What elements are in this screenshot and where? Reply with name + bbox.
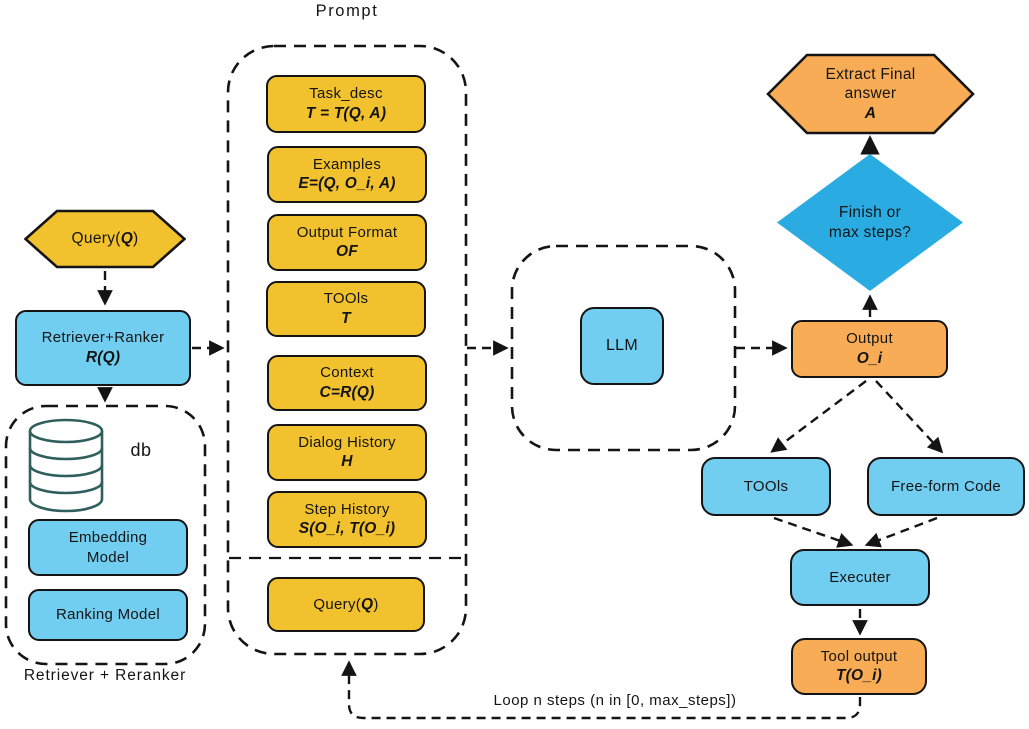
examples-node: Examples E=(Q, O_i, A) xyxy=(267,146,427,203)
query-box-var: Q xyxy=(361,595,374,613)
context-formula: C=R(Q) xyxy=(319,383,375,401)
final-answer-line2: answer xyxy=(844,85,897,103)
arrow-tools-to-executer xyxy=(773,516,854,548)
loop-label: Loop n steps (n in [0, max_steps]) xyxy=(493,692,737,709)
final-answer-hexagon: Extract Final answer A xyxy=(766,53,975,135)
dialog-history-title: Dialog History xyxy=(298,433,396,451)
diamond-line2: max steps? xyxy=(828,223,912,241)
query-box-node: Query(Q) xyxy=(267,577,425,632)
retriever-ranker-title: Retriever+Ranker xyxy=(41,329,165,347)
step-history-formula: S(O_i, T(O_i) xyxy=(298,520,396,538)
db-label: db xyxy=(130,440,152,460)
arrow-output-to-freeform xyxy=(875,380,944,454)
tools-prompt-formula: T xyxy=(341,309,351,327)
query-text-close: ) xyxy=(132,230,139,248)
step-history-title: Step History xyxy=(304,500,390,518)
diamond-line1: Finish or xyxy=(838,204,902,222)
prompt-container xyxy=(226,44,468,656)
dialog-history-formula: H xyxy=(341,453,353,471)
arrow-freeform-to-executer xyxy=(864,516,938,548)
output-format-formula: OF xyxy=(336,243,358,261)
tools-prompt-title: TOOls xyxy=(323,290,369,308)
retriever-ranker-node: Retriever+Ranker R(Q) xyxy=(15,310,191,386)
query-hexagon: Query(Q) xyxy=(24,209,186,269)
tool-output-title: Tool output xyxy=(820,647,898,665)
llm-node: LLM xyxy=(580,307,664,385)
output-format-node: Output Format OF xyxy=(267,214,427,271)
query-box-close: ) xyxy=(373,595,379,613)
executer-label: Executer xyxy=(829,568,891,586)
llm-label: LLM xyxy=(605,336,639,354)
output-format-title: Output Format xyxy=(296,223,398,241)
final-answer-formula: A xyxy=(864,104,877,122)
context-title: Context xyxy=(320,364,374,382)
task-desc-node: Task_desc T = T(Q, A) xyxy=(266,75,426,133)
final-answer-line1: Extract Final xyxy=(825,66,916,84)
embedding-model-label: Embedding Model xyxy=(68,529,148,566)
examples-formula: E=(Q, O_i, A) xyxy=(298,175,396,193)
task-desc-formula: T = T(Q, A) xyxy=(305,104,387,122)
embedding-model-node: Embedding Model xyxy=(28,519,188,576)
context-node: Context C=R(Q) xyxy=(267,355,427,411)
freeform-code-label: Free-form Code xyxy=(890,477,1002,495)
database-icon xyxy=(28,418,104,513)
output-node: Output O_i xyxy=(791,320,948,378)
tools-label: TOOls xyxy=(743,477,789,495)
task-desc-title: Task_desc xyxy=(309,85,383,103)
query-var: Q xyxy=(120,230,133,248)
step-history-node: Step History S(O_i, T(O_i) xyxy=(267,491,427,548)
tool-output-formula: T(O_i) xyxy=(836,667,882,685)
retriever-ranker-formula: R(Q) xyxy=(85,348,121,366)
executer-node: Executer xyxy=(790,549,930,606)
prompt-title: Prompt xyxy=(315,2,379,20)
retriever-group-caption: Retriever + Reranker xyxy=(23,667,187,684)
tools-prompt-node: TOOls T xyxy=(266,281,426,337)
output-formula: O_i xyxy=(856,349,883,367)
arrow-output-to-tools xyxy=(770,380,867,453)
query-box-text: Query( xyxy=(313,595,362,613)
query-text: Query( xyxy=(71,230,121,248)
ranking-model-node: Ranking Model xyxy=(28,589,188,641)
ranking-model-label: Ranking Model xyxy=(56,606,160,624)
decision-diamond: Finish or max steps? xyxy=(777,154,963,291)
tool-output-node: Tool output T(O_i) xyxy=(791,638,927,695)
examples-title: Examples xyxy=(312,155,382,173)
output-title: Output xyxy=(846,330,893,348)
tools-node: TOOls xyxy=(701,457,831,516)
dialog-history-node: Dialog History H xyxy=(267,424,427,481)
freeform-code-node: Free-form Code xyxy=(867,457,1025,516)
